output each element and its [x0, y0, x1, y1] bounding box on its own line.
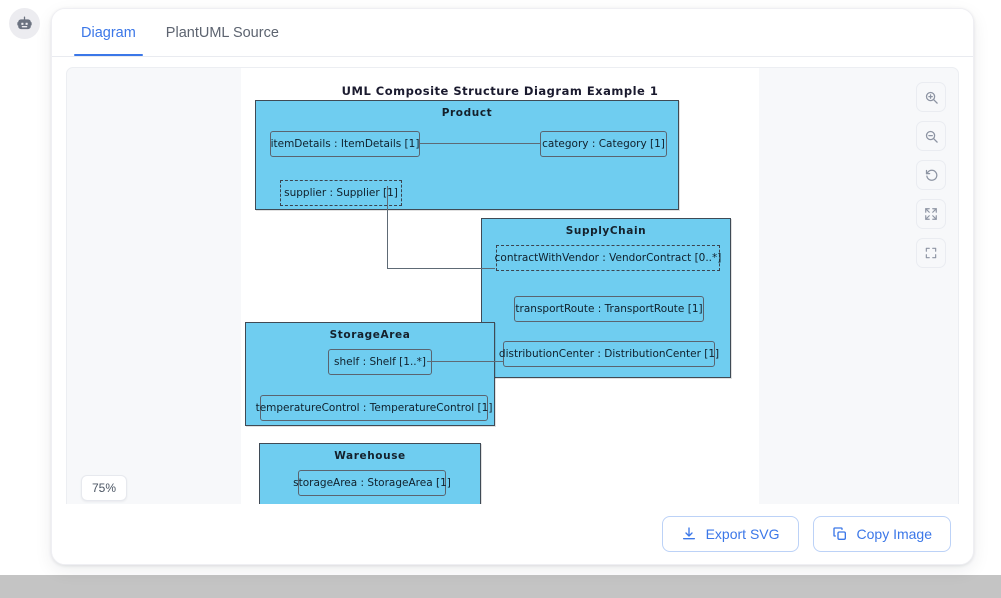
connector-supplier-contract-vertical	[387, 186, 388, 268]
zoom-out-button[interactable]	[916, 121, 946, 151]
diagram-title: UML Composite Structure Diagram Example …	[341, 84, 659, 98]
fit-to-screen-button[interactable]	[916, 199, 946, 229]
uml-part-storagearea[interactable]: storageArea : StorageArea [1]	[293, 470, 451, 496]
page-bottom-band	[0, 575, 1001, 598]
connector-supplier-contract-horizontal	[387, 268, 495, 269]
robot-icon	[16, 15, 33, 32]
diagram-card: Diagram PlantUML Source UML Composite St…	[51, 8, 974, 565]
uml-class-product[interactable]: Product itemDetails : ItemDetails [1] ca…	[255, 100, 679, 210]
fullscreen-button[interactable]	[916, 238, 946, 268]
uml-class-warehouse[interactable]: Warehouse storageArea : StorageArea [1]	[259, 443, 481, 513]
uml-class-supplychain[interactable]: SupplyChain contractWithVendor : VendorC…	[481, 218, 731, 378]
uml-part-contractwithvendor[interactable]: contractWithVendor : VendorContract [0..…	[495, 245, 721, 271]
uml-part-shelf[interactable]: shelf : Shelf [1..*]	[328, 349, 432, 375]
zoom-out-icon	[924, 129, 939, 144]
zoom-level-badge: 75%	[81, 475, 128, 501]
uml-class-title: StorageArea	[329, 329, 411, 341]
assistant-badge[interactable]	[9, 8, 40, 39]
frame-corners-icon	[924, 246, 938, 260]
connector-shelf-distributioncenter	[427, 361, 503, 362]
copy-image-label: Copy Image	[856, 526, 932, 542]
uml-part-temperaturecontrol[interactable]: temperatureControl : TemperatureControl …	[256, 395, 492, 421]
copy-icon	[832, 526, 848, 542]
export-svg-button[interactable]: Export SVG	[661, 516, 799, 552]
action-bar: Export SVG Copy Image	[52, 504, 973, 564]
uml-part-distributioncenter[interactable]: distributionCenter : DistributionCenter …	[499, 341, 719, 367]
export-svg-label: Export SVG	[705, 526, 780, 542]
zoom-in-button[interactable]	[916, 82, 946, 112]
uml-part-supplier[interactable]: supplier : Supplier [1]	[280, 180, 402, 206]
expand-arrows-icon	[924, 207, 938, 221]
diagram-canvas[interactable]: UML Composite Structure Diagram Example …	[66, 67, 959, 514]
zoom-in-icon	[924, 90, 939, 105]
uml-part-category[interactable]: category : Category [1]	[540, 131, 667, 157]
uml-class-title: Warehouse	[334, 450, 406, 462]
uml-class-storagearea[interactable]: StorageArea shelf : Shelf [1..*] tempera…	[245, 322, 495, 426]
reset-view-button[interactable]	[916, 160, 946, 190]
download-icon	[681, 526, 697, 542]
uml-part-itemdetails[interactable]: itemDetails : ItemDetails [1]	[270, 131, 420, 157]
zoom-toolbar	[916, 82, 946, 268]
tab-plantuml-source[interactable]: PlantUML Source	[151, 9, 294, 56]
uml-diagram: UML Composite Structure Diagram Example …	[241, 68, 759, 513]
diagram-sheet: UML Composite Structure Diagram Example …	[241, 68, 759, 513]
connector-itemdetails-category	[420, 143, 540, 144]
tab-diagram[interactable]: Diagram	[66, 9, 151, 56]
uml-part-transportroute[interactable]: transportRoute : TransportRoute [1]	[514, 296, 704, 322]
uml-class-title: Product	[441, 107, 493, 119]
uml-class-title: SupplyChain	[565, 225, 647, 237]
copy-image-button[interactable]: Copy Image	[812, 516, 951, 552]
tab-bar: Diagram PlantUML Source	[52, 9, 973, 57]
reset-rotate-icon	[924, 168, 939, 183]
